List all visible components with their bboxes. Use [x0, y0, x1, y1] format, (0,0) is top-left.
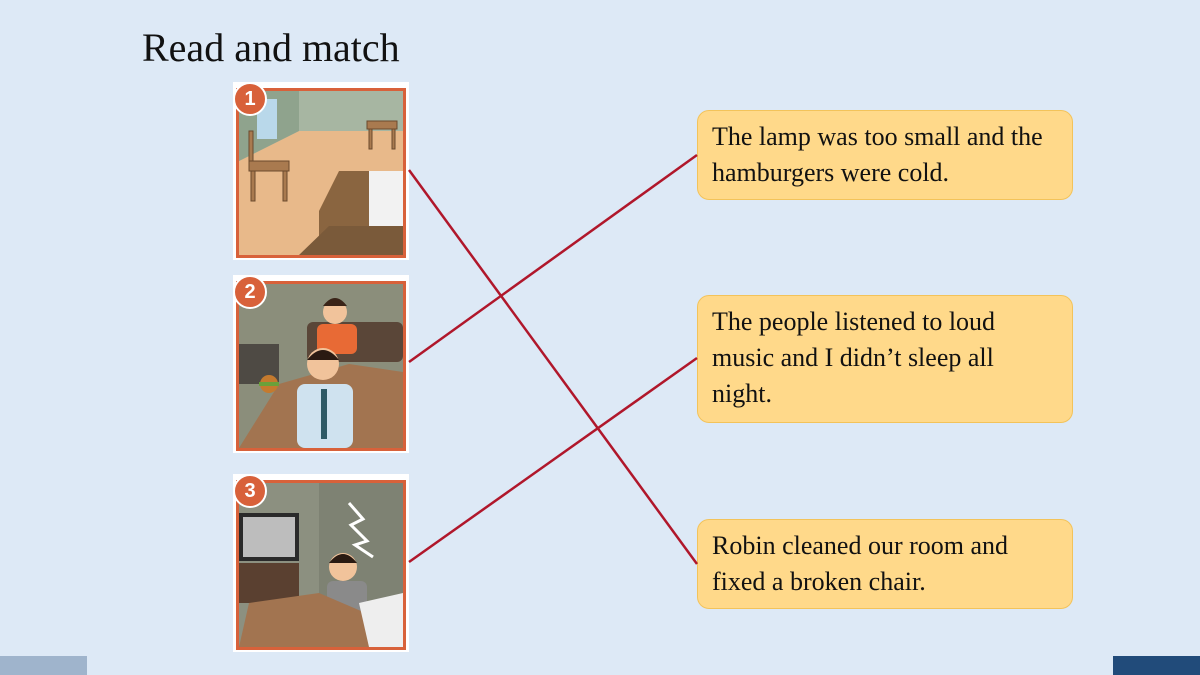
sentence-text: The people listened to loud music and I … [712, 307, 996, 408]
match-line-picture-2 [408, 153, 698, 364]
man-with-hamburger-illustration [236, 281, 406, 451]
sentence-text: Robin cleaned our room and fixed a broke… [712, 531, 1009, 596]
picture-card-1[interactable]: 1 [233, 82, 409, 260]
man-noisy-tv-illustration [236, 480, 406, 650]
sentence-card-1[interactable]: The lamp was too small and the hamburger… [697, 110, 1073, 200]
empty-room-illustration [236, 88, 406, 258]
sentence-text: The lamp was too small and the hamburger… [712, 122, 1043, 187]
picture-card-2[interactable]: 2 [233, 275, 409, 453]
match-line-picture-3 [408, 356, 698, 564]
picture-number-badge: 1 [233, 82, 267, 116]
picture-card-3[interactable]: 3 [233, 474, 409, 652]
footer-bar-right [1113, 656, 1200, 675]
picture-number-badge: 2 [233, 275, 267, 309]
sentence-card-3[interactable]: Robin cleaned our room and fixed a broke… [697, 519, 1073, 609]
sentence-card-2[interactable]: The people listened to loud music and I … [697, 295, 1073, 423]
page-title: Read and match [142, 25, 400, 70]
picture-number-badge: 3 [233, 474, 267, 508]
footer-bar-left [0, 656, 87, 675]
match-line-picture-1 [407, 169, 699, 565]
